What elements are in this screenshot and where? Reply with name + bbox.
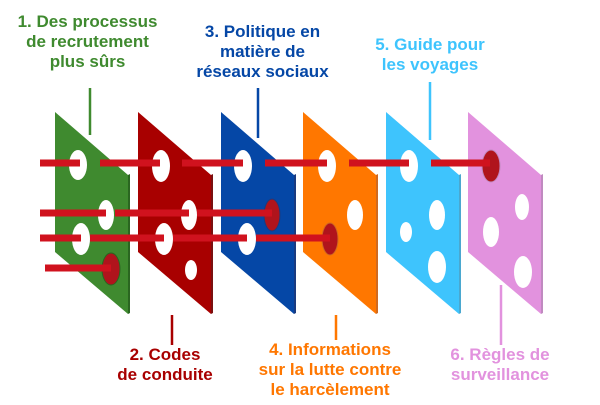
hole-6-2 <box>515 194 529 220</box>
threat-rod-segment-2 <box>100 159 160 167</box>
threat-rod-segment-14 <box>45 264 111 272</box>
threat-rod-segment-13 <box>256 234 330 242</box>
label-layer-5: 5. Guide pour les voyages <box>375 35 485 74</box>
label-layer-3: 3. Politique en matière de réseaux socia… <box>196 22 329 81</box>
threat-rod-segment-1 <box>40 159 80 167</box>
threat-rod-segment-4 <box>265 159 327 167</box>
threat-rod-segment-11 <box>90 234 164 242</box>
threat-rod-segment-8 <box>115 209 189 217</box>
hole-2-1 <box>152 150 170 182</box>
hole-2-4 <box>185 260 197 280</box>
hole-5-3 <box>400 222 412 242</box>
hole-6-4 <box>514 256 532 288</box>
threat-rod-segment-7 <box>40 209 106 217</box>
hole-6-3 <box>483 217 499 247</box>
layer-panel-5 <box>386 112 459 314</box>
hole-5-2 <box>429 200 445 230</box>
label-layer-6: 6. Règles de surveillance <box>450 345 550 384</box>
label-layer-4: 4. Informations sur la lutte contre le h… <box>258 340 402 399</box>
layer-panel-6 <box>468 112 541 314</box>
threat-rod-segment-12 <box>173 234 247 242</box>
label-layer-1: 1. Des processus de recrutement plus sûr… <box>17 12 158 71</box>
threat-rod-segment-9 <box>197 209 272 217</box>
threat-rod-segment-10 <box>40 234 81 242</box>
threat-rod-segment-3 <box>182 159 243 167</box>
layer-panel-4 <box>303 112 376 314</box>
hole-4-2 <box>347 200 363 230</box>
threat-rod-segment-5 <box>349 159 409 167</box>
threat-rod-segment-6 <box>431 159 490 167</box>
label-layer-2: 2. Codes de conduite <box>117 345 213 384</box>
hole-5-4 <box>428 251 446 283</box>
